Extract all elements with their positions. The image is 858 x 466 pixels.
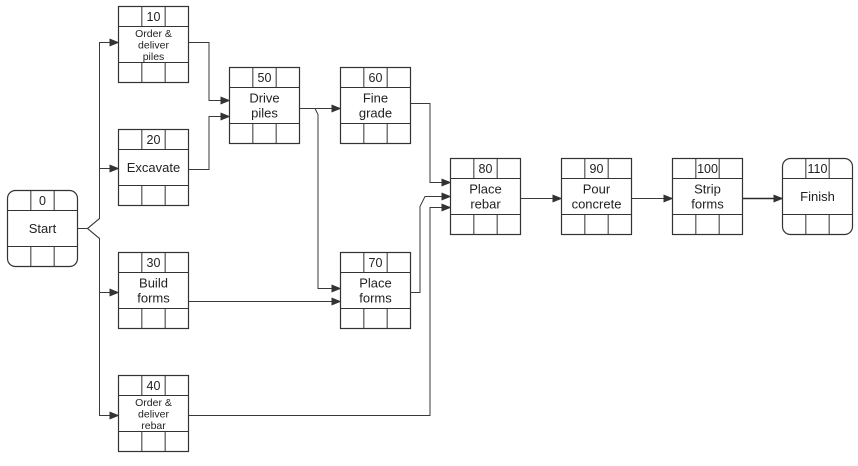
activity-description-line: rebar xyxy=(141,420,166,432)
node-frame xyxy=(117,128,190,207)
node-frame xyxy=(228,66,301,145)
activity-description-line: deliver xyxy=(138,39,169,51)
activity-description-line: forms xyxy=(359,291,392,306)
node-frame xyxy=(117,374,190,453)
activity-description-line: Drive xyxy=(249,91,279,106)
activity-description-line: forms xyxy=(137,291,170,306)
activity-description-line: piles xyxy=(143,51,165,63)
dependency-arrow-0-to-30 xyxy=(77,228,120,297)
dependency-arrows xyxy=(77,38,784,420)
activity-description-line: Fine xyxy=(363,91,388,106)
node-frame xyxy=(781,157,854,236)
node-frame xyxy=(671,157,744,236)
activity-id: 0 xyxy=(39,194,46,208)
activity-id: 40 xyxy=(147,379,161,393)
activity-description-line: Excavate xyxy=(127,160,180,175)
activity-id: 110 xyxy=(808,162,828,176)
node-frame xyxy=(449,157,522,236)
activity-description-line: Finish xyxy=(800,189,835,204)
activity-description-line: Place xyxy=(469,182,502,197)
dependency-arrow-70-to-80 xyxy=(410,192,452,293)
dependency-arrow-60-to-80 xyxy=(410,103,452,187)
activity-id: 70 xyxy=(369,256,383,270)
dependency-arrow-10-to-50 xyxy=(188,42,231,105)
activity-description-line: Order & xyxy=(135,28,172,40)
activity-description: Excavate xyxy=(127,160,180,175)
node-frame xyxy=(6,189,79,268)
node-frame xyxy=(117,251,190,330)
dependency-arrow-20-to-50 xyxy=(188,112,231,170)
activity-description-line: Start xyxy=(29,221,57,236)
activity-description-line: Order & xyxy=(135,397,172,409)
activity-description-line: Build xyxy=(139,276,168,291)
activity-id: 30 xyxy=(147,256,161,270)
node-frame xyxy=(339,66,412,145)
activity-description-line: grade xyxy=(359,106,392,121)
activity-id: 100 xyxy=(697,162,718,176)
activity-description: Finish xyxy=(800,189,835,204)
activity-description-line: Strip xyxy=(694,182,721,197)
dependency-arrow-0-to-20 xyxy=(77,164,120,229)
activity-description-line: Pour xyxy=(583,182,611,197)
activity-description-line: deliver xyxy=(138,408,169,420)
activity-description-line: Place xyxy=(359,276,392,291)
dependency-arrow-0-to-10 xyxy=(77,38,120,229)
activity-id: 60 xyxy=(369,71,383,85)
activity-id: 50 xyxy=(258,71,272,85)
node-frame xyxy=(339,251,412,330)
activity-id: 20 xyxy=(147,133,161,147)
activity-id: 90 xyxy=(590,162,604,176)
activity-description-line: forms xyxy=(691,197,724,212)
activity-description-line: rebar xyxy=(470,197,501,212)
activity-description-line: piles xyxy=(251,106,278,121)
node-frame xyxy=(117,5,190,84)
activity-description: Start xyxy=(29,221,57,236)
dependency-arrow-0-to-40 xyxy=(77,228,120,420)
activity-id: 80 xyxy=(479,162,493,176)
activity-description-line: concrete xyxy=(572,197,622,212)
node-frame xyxy=(560,157,633,236)
dependency-arrow-40-to-80 xyxy=(188,203,452,416)
activity-id: 10 xyxy=(147,10,161,24)
dependency-arrow-50-to-70 xyxy=(299,108,342,293)
